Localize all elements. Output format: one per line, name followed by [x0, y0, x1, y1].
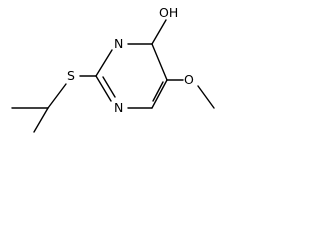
atom-label-n-bottom: N — [114, 100, 123, 115]
atom-label-n-top: N — [114, 36, 123, 51]
atom-label-s: S — [67, 68, 75, 83]
bond-c4-oh — [151, 19, 167, 45]
bond-n3-c2 — [95, 49, 113, 77]
bond-o-methyl — [197, 85, 215, 109]
bond-c6-c5 — [151, 79, 168, 109]
chemical-structure-diagram: OH N N S O — [11, 5, 215, 133]
bond-ch-ch3-down — [33, 107, 49, 133]
atom-label-o-methoxy: O — [184, 72, 194, 87]
bond-c5-c4 — [151, 43, 168, 81]
bond-c6-c5-inner — [152, 81, 164, 102]
bond-s-ch — [47, 83, 67, 109]
bond-c2-n1-inner — [102, 76, 116, 98]
atom-label-oh: OH — [159, 5, 178, 20]
bond-c2-n1 — [95, 75, 112, 102]
